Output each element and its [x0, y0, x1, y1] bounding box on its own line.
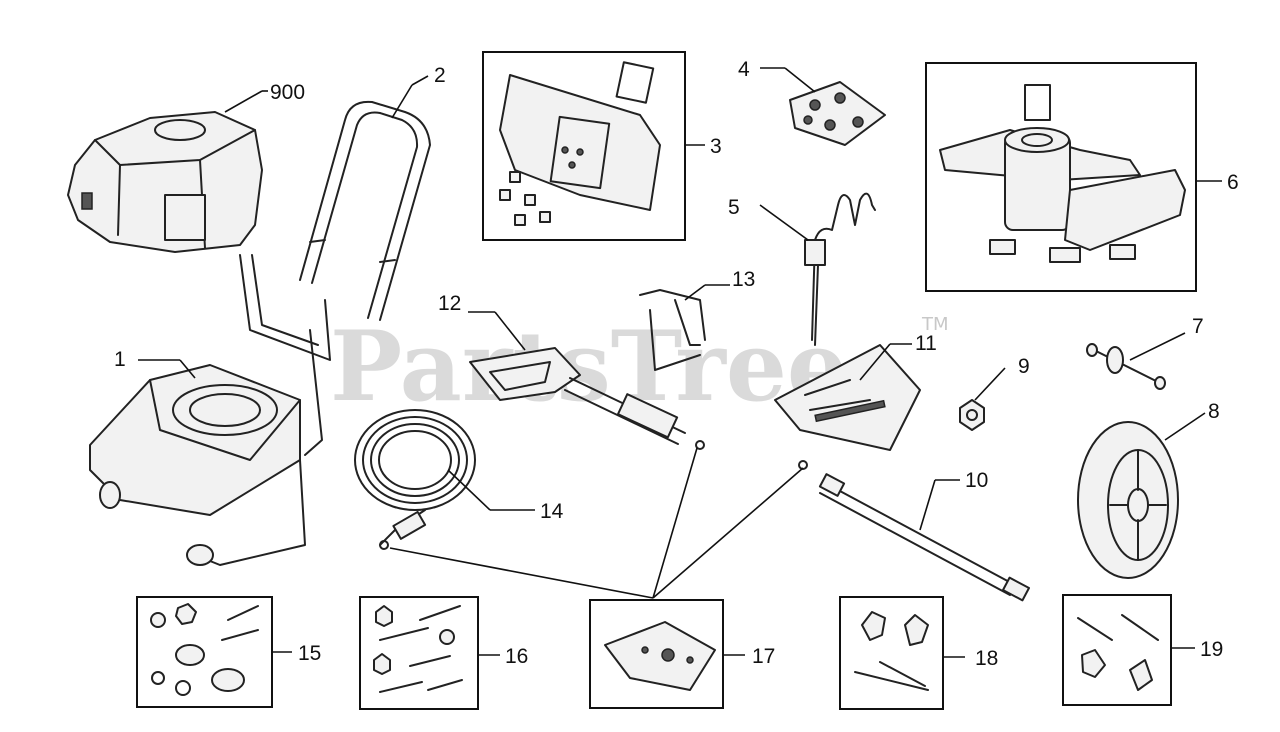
callout-4: 4 — [738, 58, 750, 81]
callout-18: 18 — [975, 647, 998, 670]
callout-7: 7 — [1192, 315, 1204, 338]
callout-10: 10 — [965, 469, 988, 492]
part-handle[interactable] — [299, 100, 431, 321]
part-hardware-kit-18[interactable] — [854, 611, 929, 691]
part-clip[interactable] — [639, 289, 706, 371]
callout-3: 3 — [710, 135, 722, 158]
box-16 — [359, 596, 479, 710]
part-hardware-kit-15[interactable] — [150, 603, 259, 696]
callout-12: 12 — [438, 292, 461, 315]
callout-900: 900 — [270, 81, 305, 104]
callout-5: 5 — [728, 196, 740, 219]
callout-6: 6 — [1227, 171, 1239, 194]
part-hardware-kit-4[interactable] — [789, 81, 886, 146]
callout-13: 13 — [732, 268, 755, 291]
part-hardware-kit-19[interactable] — [1077, 614, 1159, 691]
callout-17: 17 — [752, 645, 775, 668]
part-spray-gun[interactable] — [469, 347, 705, 450]
callout-19: 19 — [1200, 638, 1223, 661]
part-axle[interactable] — [1086, 343, 1166, 390]
part-nozzle-kit[interactable] — [604, 621, 716, 691]
part-wand[interactable] — [798, 460, 1030, 602]
part-control-panel[interactable] — [499, 61, 661, 226]
callout-14: 14 — [540, 500, 564, 523]
part-nut[interactable] — [959, 399, 985, 431]
part-pump[interactable] — [939, 84, 1186, 263]
part-frame[interactable] — [89, 254, 331, 566]
part-engine[interactable] — [67, 111, 263, 253]
box-18 — [839, 596, 944, 710]
part-wheel[interactable] — [1077, 421, 1179, 579]
callout-11: 11 — [915, 332, 937, 355]
callout-9: 9 — [1018, 355, 1030, 378]
part-nozzle-holder[interactable] — [774, 344, 921, 451]
watermark-trademark: TM — [921, 314, 949, 335]
callout-1: 1 — [114, 348, 126, 371]
part-hose[interactable] — [354, 409, 476, 550]
callout-16: 16 — [505, 645, 528, 668]
callout-2: 2 — [434, 64, 446, 87]
box-17 — [589, 599, 724, 709]
watermark-text: PartsTree — [330, 310, 848, 423]
box-19 — [1062, 594, 1172, 706]
part-valve-tube[interactable] — [804, 192, 876, 346]
box-6 — [925, 62, 1197, 292]
box-3 — [482, 51, 686, 241]
callout-15: 15 — [298, 642, 321, 665]
callout-8: 8 — [1208, 400, 1220, 423]
part-hardware-kit-16[interactable] — [373, 605, 463, 693]
